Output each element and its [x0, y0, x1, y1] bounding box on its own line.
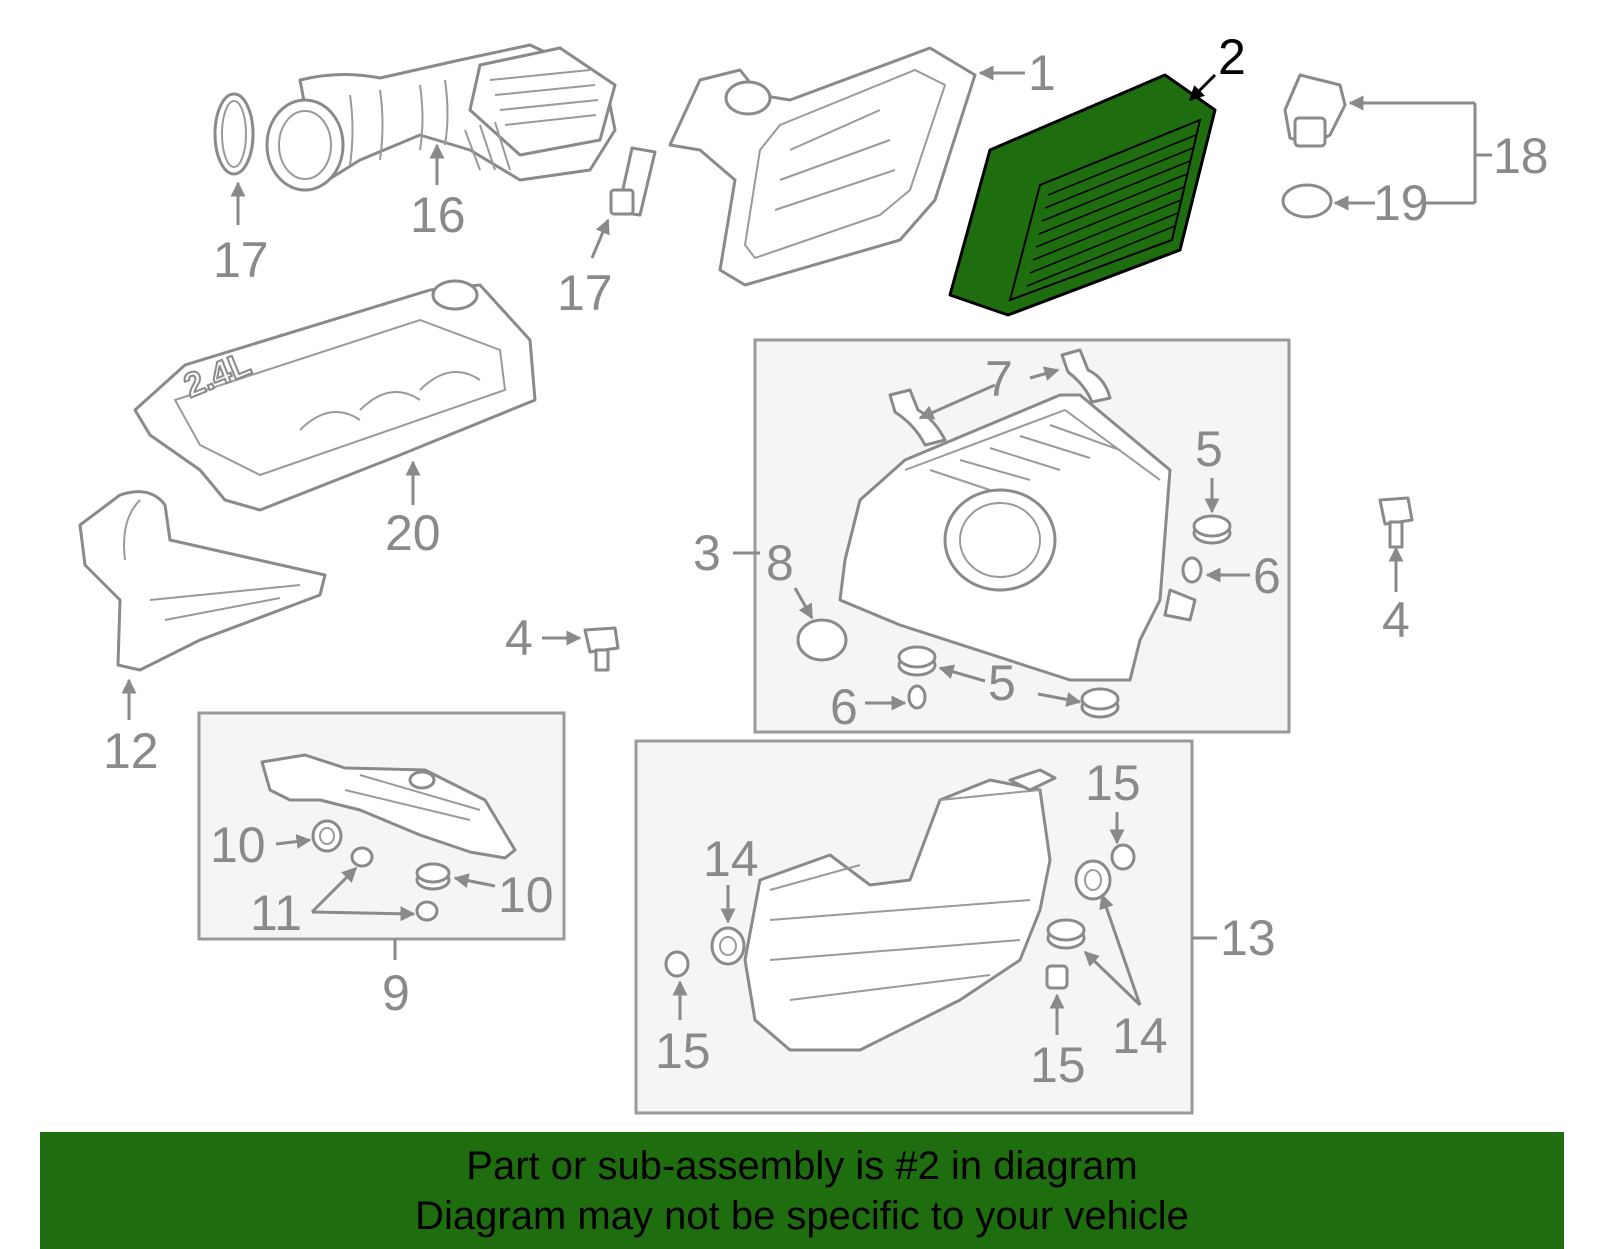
leader-lines	[121, 65, 1492, 1035]
part-6-bushing-bottom[interactable]	[907, 684, 927, 710]
banner-line-1: Part or sub-assembly is #2 in diagram	[466, 1143, 1138, 1188]
part-2-air-filter[interactable]	[948, 73, 1217, 317]
callout-14-right: 14	[1112, 1008, 1168, 1064]
part-12-intake-snorkel[interactable]	[78, 490, 327, 672]
callout-13: 13	[1220, 910, 1276, 966]
callout-9: 9	[382, 965, 410, 1021]
callout-6-top: 6	[1253, 548, 1281, 604]
part-17-clamp-left[interactable]	[213, 92, 255, 176]
part-14-grommet-right-bottom[interactable]	[1046, 918, 1086, 950]
callout-14-left: 14	[703, 831, 759, 887]
callout-11: 11	[250, 885, 302, 941]
part-16-intake-duct[interactable]	[265, 43, 617, 192]
part-6-bushing-top[interactable]	[1181, 556, 1203, 584]
callout-labels: 1 2 18 19 17 16 17 20 12 4 4 3 7 5 6 8 5…	[103, 29, 1549, 1093]
part-14-grommet-right-top[interactable]	[1074, 859, 1112, 901]
part-19-o-ring[interactable]	[1281, 183, 1333, 219]
callout-15-bottom: 15	[1030, 1037, 1086, 1093]
part-20-engine-cover[interactable]: 2.4L	[133, 279, 537, 512]
callout-10-left: 10	[210, 817, 266, 873]
part-17-clamp-middle[interactable]	[609, 146, 657, 217]
part-7-clips[interactable]	[888, 348, 1112, 447]
part-8-seal-ring[interactable]	[796, 618, 848, 662]
part-5-grommet-bottom[interactable]	[1080, 687, 1120, 719]
callout-2: 2	[1218, 29, 1246, 85]
callout-3: 3	[693, 525, 721, 581]
part-5-grommet-top[interactable]	[1192, 514, 1232, 545]
callout-4-middle: 4	[505, 610, 533, 666]
part-3-air-cleaner-housing[interactable]	[838, 393, 1197, 682]
part-15-bushings[interactable]	[664, 843, 1136, 990]
part-9-bracket[interactable]	[260, 753, 517, 860]
part-18-sensor[interactable]	[1283, 73, 1347, 148]
part-13-resonator[interactable]	[743, 768, 1057, 1052]
callout-19: 19	[1373, 175, 1429, 231]
callout-1: 1	[1028, 45, 1056, 101]
callout-4-right: 4	[1382, 592, 1410, 648]
box-bracket-assembly	[197, 711, 566, 941]
callout-20: 20	[385, 505, 441, 561]
info-banner: Part or sub-assembly is #2 in diagram Di…	[40, 1132, 1564, 1249]
callout-15-left: 15	[655, 1023, 711, 1079]
part-11-bushings[interactable]	[350, 846, 439, 922]
callout-15-top: 15	[1085, 755, 1141, 811]
callout-7: 7	[985, 351, 1013, 407]
part-1-air-cleaner-cover[interactable]	[668, 46, 977, 287]
callout-5-top: 5	[1195, 421, 1223, 477]
callout-16: 16	[410, 187, 466, 243]
callout-17-left: 17	[213, 232, 269, 288]
callout-17-middle: 17	[557, 265, 613, 321]
part-14-grommet-left[interactable]	[710, 926, 746, 966]
callout-6-bottom: 6	[830, 679, 858, 735]
callout-12: 12	[103, 723, 159, 779]
part-10-grommet-right[interactable]	[415, 862, 451, 891]
part-10-grommet-left[interactable]	[311, 819, 343, 853]
part-5-grommet-middle[interactable]	[897, 645, 937, 677]
part-4-bolt-middle[interactable]	[583, 626, 620, 672]
callout-8: 8	[766, 535, 794, 591]
parts-diagram: 2.4L	[78, 29, 1549, 1115]
callout-5-bottom: 5	[988, 655, 1016, 711]
part-4-bolt-right[interactable]	[1378, 496, 1414, 549]
callout-10-right: 10	[498, 867, 554, 923]
banner-line-2: Diagram may not be specific to your vehi…	[415, 1193, 1189, 1238]
callout-18: 18	[1493, 128, 1549, 184]
